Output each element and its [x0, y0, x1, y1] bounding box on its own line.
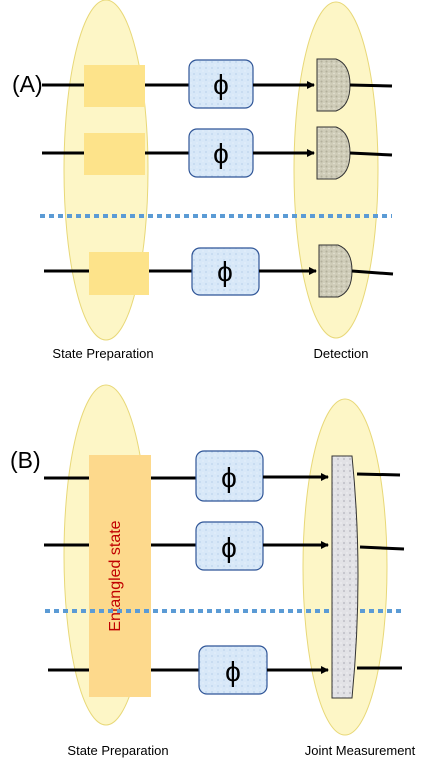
phase-symbol-b1: ϕ [221, 462, 237, 493]
output-line-a1 [349, 83, 393, 88]
detector-a2 [316, 126, 351, 180]
panel-label-a: (A) [12, 71, 43, 97]
phase-symbol-b3: ϕ [225, 656, 241, 687]
entangled-state-box [89, 455, 151, 697]
panel-label-b: (B) [10, 447, 41, 473]
phase-symbol-a2: ϕ [213, 138, 229, 169]
detection-caption-a: Detection [314, 346, 369, 361]
detector-a1 [316, 58, 351, 112]
phase-symbol-b2: ϕ [221, 532, 237, 563]
prep-box-a3 [89, 252, 149, 295]
joint-detector [331, 455, 359, 699]
output-line-b1 [356, 472, 401, 477]
joint-measurement-caption-b: Joint Measurement [305, 743, 416, 758]
prep-box-a1 [84, 65, 145, 107]
panel-a: ϕ ϕ ϕ (A) State Preparation Detection [12, 0, 394, 361]
state-preparation-caption-a: State Preparation [52, 346, 153, 361]
output-line-b2 [359, 545, 405, 551]
panel-b: Entangled state ϕ ϕ ϕ (B) State Preparat… [10, 384, 416, 758]
phase-symbol-a1: ϕ [213, 69, 229, 100]
entangled-state-label: Entangled state [107, 520, 124, 631]
phase-symbol-a3: ϕ [217, 256, 233, 287]
output-line-a2 [349, 151, 393, 157]
detector-a3 [318, 244, 353, 298]
prep-box-a2 [84, 133, 145, 175]
state-preparation-caption-b: State Preparation [67, 743, 168, 758]
output-line-a3 [351, 269, 394, 276]
